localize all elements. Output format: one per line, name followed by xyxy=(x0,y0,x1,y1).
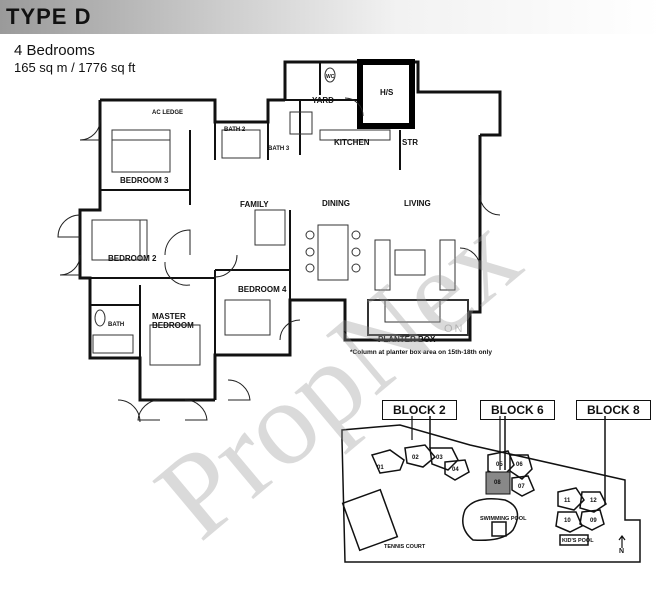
bedroom3-label: BEDROOM 3 xyxy=(120,176,169,185)
unit-06: 06 xyxy=(516,462,523,468)
title-bar xyxy=(0,0,662,34)
wc-label: WC xyxy=(326,74,335,80)
bedroom2-label: BEDROOM 2 xyxy=(108,254,157,263)
planter-box-label: PLANTER BOX xyxy=(378,335,436,344)
hs-label: H/S xyxy=(380,88,394,97)
north-arrow-label: N xyxy=(619,548,625,555)
watermark-sub: ON xyxy=(444,323,465,335)
bedroom4-label: BEDROOM 4 xyxy=(238,285,287,294)
dining-label: DINING xyxy=(322,199,350,208)
unit-07: 07 xyxy=(518,484,525,490)
swimming-pool-label: SWIMMING POOL xyxy=(480,516,527,522)
kids-pool-label: KID'S POOL xyxy=(562,538,594,544)
unit-08: 08 xyxy=(494,480,501,486)
master-bedroom-label-2: BEDROOM xyxy=(152,321,194,330)
block8-label: BLOCK 8 xyxy=(576,400,651,420)
kitchen-label: KITCHEN xyxy=(334,138,370,147)
unit-02: 02 xyxy=(412,455,419,461)
bath2-label: BATH 2 xyxy=(224,127,246,133)
unit-03: 03 xyxy=(436,455,443,461)
block6-label: BLOCK 6 xyxy=(480,400,555,420)
unit-area: 165 sq m / 1776 sq ft xyxy=(14,60,136,75)
bath-label: BATH xyxy=(108,322,125,328)
unit-01: 01 xyxy=(377,465,384,471)
unit-05: 05 xyxy=(496,462,503,468)
master-bedroom-label-1: MASTER xyxy=(152,312,186,321)
unit-09: 09 xyxy=(590,518,597,524)
unit-11: 11 xyxy=(564,498,571,504)
tennis-court-label: TENNIS COURT xyxy=(384,544,426,550)
unit-04: 04 xyxy=(452,467,459,473)
store-label: STR xyxy=(402,138,418,147)
planter-note: *Column at planter box area on 15th-18th… xyxy=(350,349,492,356)
living-label: LIVING xyxy=(404,199,431,208)
yard-label: YARD xyxy=(312,96,334,105)
family-label: FAMILY xyxy=(240,200,269,209)
unit-10: 10 xyxy=(564,518,571,524)
block2-label: BLOCK 2 xyxy=(382,400,457,420)
ac-ledge-label: AC LEDGE xyxy=(152,110,184,116)
bedroom-count: 4 Bedrooms xyxy=(14,42,95,59)
bath3-label: BATH 3 xyxy=(268,146,290,152)
plan-title: TYPE D xyxy=(6,4,92,29)
unit-12: 12 xyxy=(590,498,597,504)
